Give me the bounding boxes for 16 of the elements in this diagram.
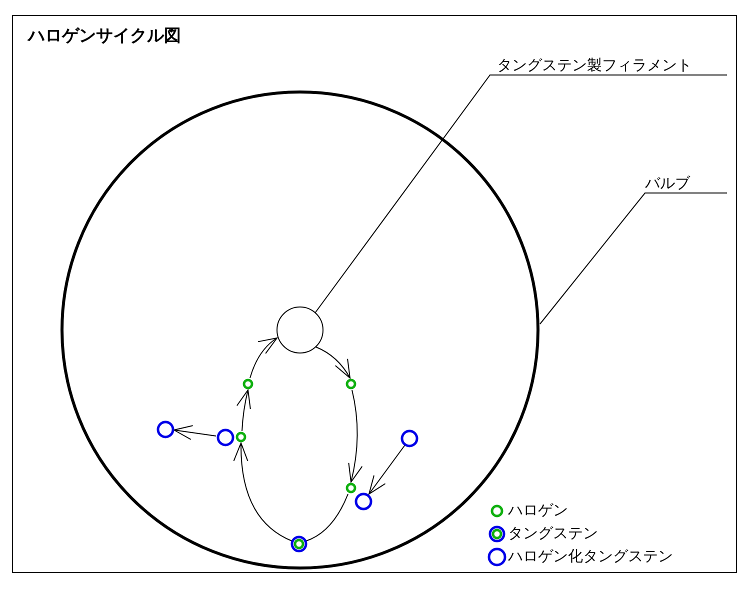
leader-line: [540, 192, 728, 324]
leader-line: [314, 74, 728, 314]
legend-label: タングステン: [508, 524, 598, 542]
title: ハロゲンサイクル図: [28, 27, 181, 45]
arrow: [234, 442, 292, 542]
arrow: [316, 346, 350, 378]
path-line: [306, 494, 348, 542]
callout-label: バルブ: [645, 174, 690, 192]
arrow: [250, 338, 278, 378]
arrow: [348, 390, 362, 482]
arrow: [236, 390, 252, 432]
arrow: [368, 444, 406, 494]
legend-label: ハロゲン: [508, 501, 568, 519]
callout-label: タングステン製フィラメント: [497, 56, 692, 74]
legend-label: ハロゲン化タングステン: [508, 547, 673, 565]
arrow: [174, 425, 216, 440]
